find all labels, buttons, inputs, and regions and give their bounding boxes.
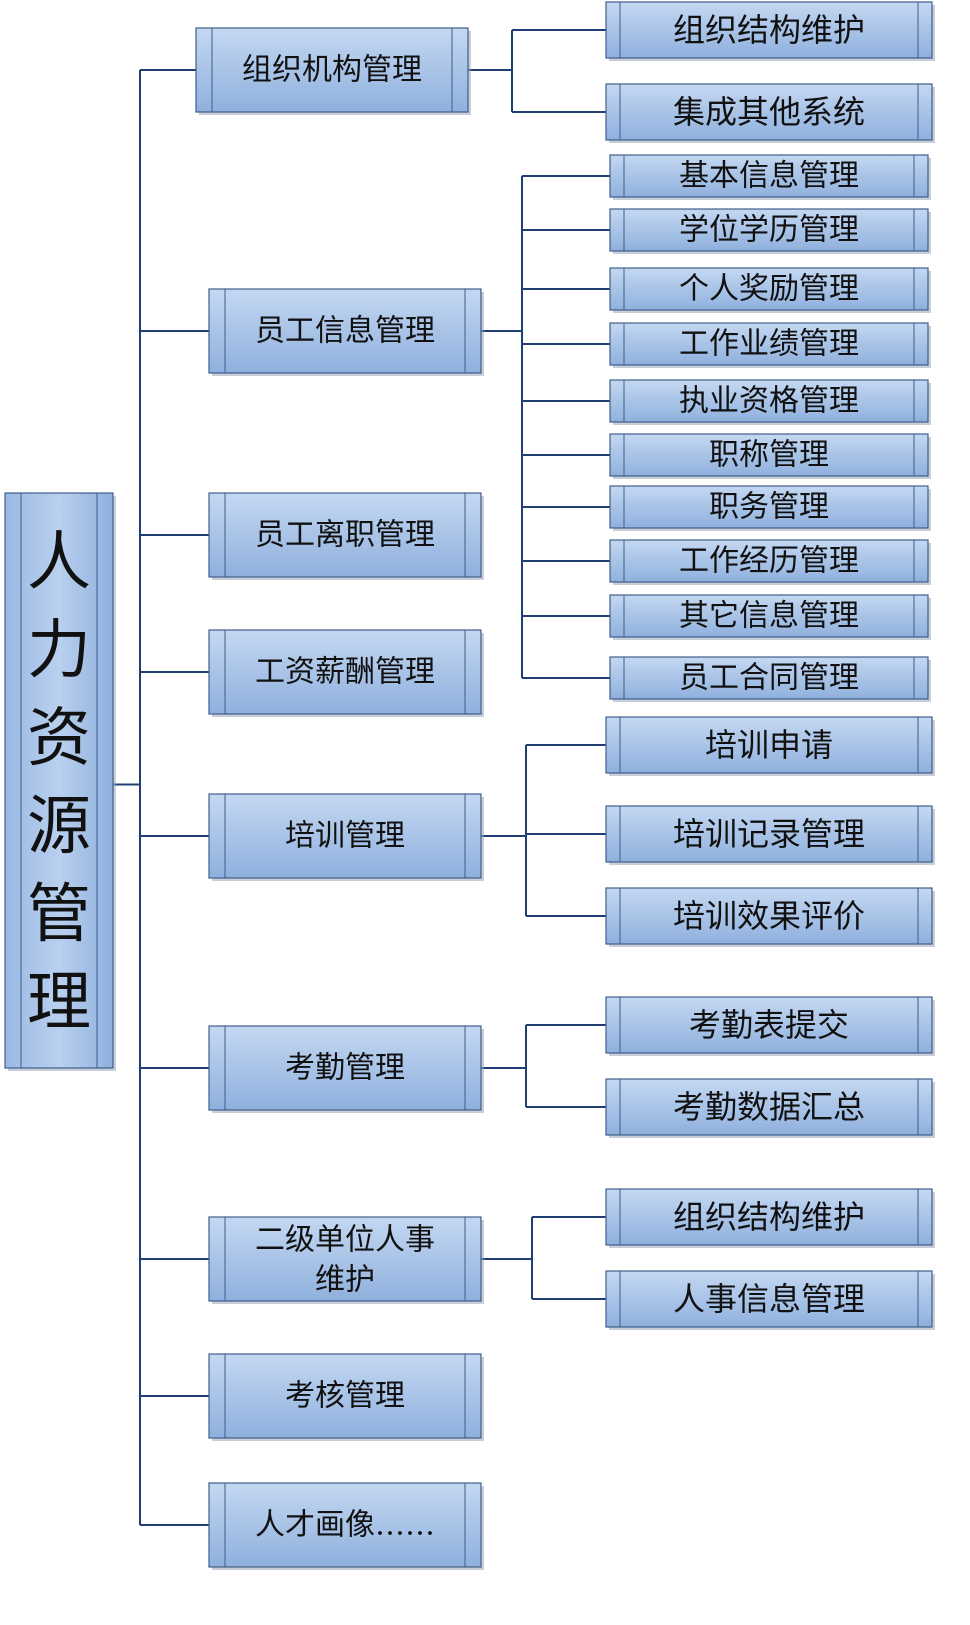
child-node-train-1: 培训申请 [605,716,935,776]
module-node-staff: 员工信息管理 [208,288,484,376]
box-body [609,433,929,477]
box-body [609,322,929,366]
root-title-char: 人 [27,526,91,600]
box-body [609,208,929,252]
box-body [609,379,929,423]
root-title-char: 理 [27,966,91,1040]
child-label: 员工合同管理 [679,661,859,696]
module-label: 工资薪酬管理 [255,655,435,690]
box-body [208,793,482,879]
module-label: 员工离职管理 [255,518,435,553]
box-body [208,1353,482,1439]
module-label: 组织机构管理 [242,53,422,88]
box-body [4,492,114,1069]
module-node-leave: 员工离职管理 [208,492,484,580]
box-body [208,629,482,715]
root-title-char: 管 [27,878,91,952]
child-node-train-2: 培训记录管理 [605,805,935,865]
child-label: 集成其他系统 [673,93,865,131]
child-label: 培训记录管理 [673,815,865,853]
module-label: 员工信息管理 [255,314,435,349]
child-node-staff-5: 执业资格管理 [609,379,931,425]
module-node-train: 培训管理 [208,793,484,881]
module-label: 考勤管理 [285,1051,405,1086]
child-label: 学位学历管理 [679,213,859,248]
box-body [605,1270,933,1328]
box-body [605,83,933,141]
module-node-talent: 人才画像…… [208,1482,484,1570]
child-label: 考勤数据汇总 [673,1088,865,1126]
child-node-staff-3: 个人奖励管理 [609,267,931,313]
child-node-staff-4: 工作业绩管理 [609,322,931,368]
box-body [208,492,482,578]
module-label: 人才画像…… [255,1508,435,1543]
child-label: 培训效果评价 [673,897,865,935]
box-body [605,805,933,863]
child-node-sub-2: 人事信息管理 [605,1270,935,1330]
box-body [609,539,929,583]
child-label: 组织结构维护 [673,1198,865,1236]
child-label: 工作经历管理 [679,544,859,579]
child-node-staff-6: 职称管理 [609,433,931,479]
box-body [605,716,933,774]
box-body [605,1188,933,1246]
box-body [605,1078,933,1136]
module-label: 考核管理 [285,1379,405,1414]
module-node-org: 组织机构管理 [195,27,471,115]
child-label: 职务管理 [709,490,829,525]
module-label-line: 维护 [315,1263,375,1298]
child-label: 其它信息管理 [679,599,859,634]
box-body [609,485,929,529]
box-body [208,1025,482,1111]
child-label: 工作业绩管理 [679,327,859,362]
box-body [609,656,929,700]
child-node-org-1: 组织结构维护 [605,1,935,61]
child-node-staff-8: 工作经历管理 [609,539,931,585]
box-body [208,1482,482,1568]
child-node-staff-1: 基本信息管理 [609,154,931,200]
child-node-staff-7: 职务管理 [609,485,931,531]
box-body [195,27,469,113]
box-body [208,288,482,374]
box-body [605,887,933,945]
child-label: 职称管理 [709,438,829,473]
box-body [605,1,933,59]
root-title-char: 资 [27,702,91,776]
child-label: 组织结构维护 [673,11,865,49]
box-body [609,267,929,311]
diagram-nodes: 人力资源管理组织机构管理组织结构维护集成其他系统员工信息管理基本信息管理学位学历… [4,1,935,1570]
child-label: 执业资格管理 [679,384,859,419]
child-node-staff-10: 员工合同管理 [609,656,931,702]
module-node-attend: 考勤管理 [208,1025,484,1113]
child-label: 个人奖励管理 [679,272,859,307]
child-node-attend-2: 考勤数据汇总 [605,1078,935,1138]
child-label: 人事信息管理 [673,1280,865,1318]
root-title-char: 源 [27,790,91,864]
child-label: 考勤表提交 [689,1006,849,1044]
child-label: 基本信息管理 [679,159,859,194]
connector-lines [113,29,610,1526]
child-node-org-2: 集成其他系统 [605,83,935,143]
module-node-salary: 工资薪酬管理 [208,629,484,717]
child-node-staff-9: 其它信息管理 [609,594,931,640]
module-label-line: 二级单位人事 [255,1223,435,1258]
child-node-staff-2: 学位学历管理 [609,208,931,254]
box-body [609,154,929,198]
box-body [208,1216,482,1302]
module-label: 培训管理 [285,819,405,854]
box-body [609,594,929,638]
child-node-train-3: 培训效果评价 [605,887,935,947]
child-label: 培训申请 [705,726,833,764]
root-title-char: 力 [27,614,91,688]
module-node-assess: 考核管理 [208,1353,484,1441]
box-body [605,996,933,1054]
child-node-attend-1: 考勤表提交 [605,996,935,1056]
child-node-sub-1: 组织结构维护 [605,1188,935,1248]
